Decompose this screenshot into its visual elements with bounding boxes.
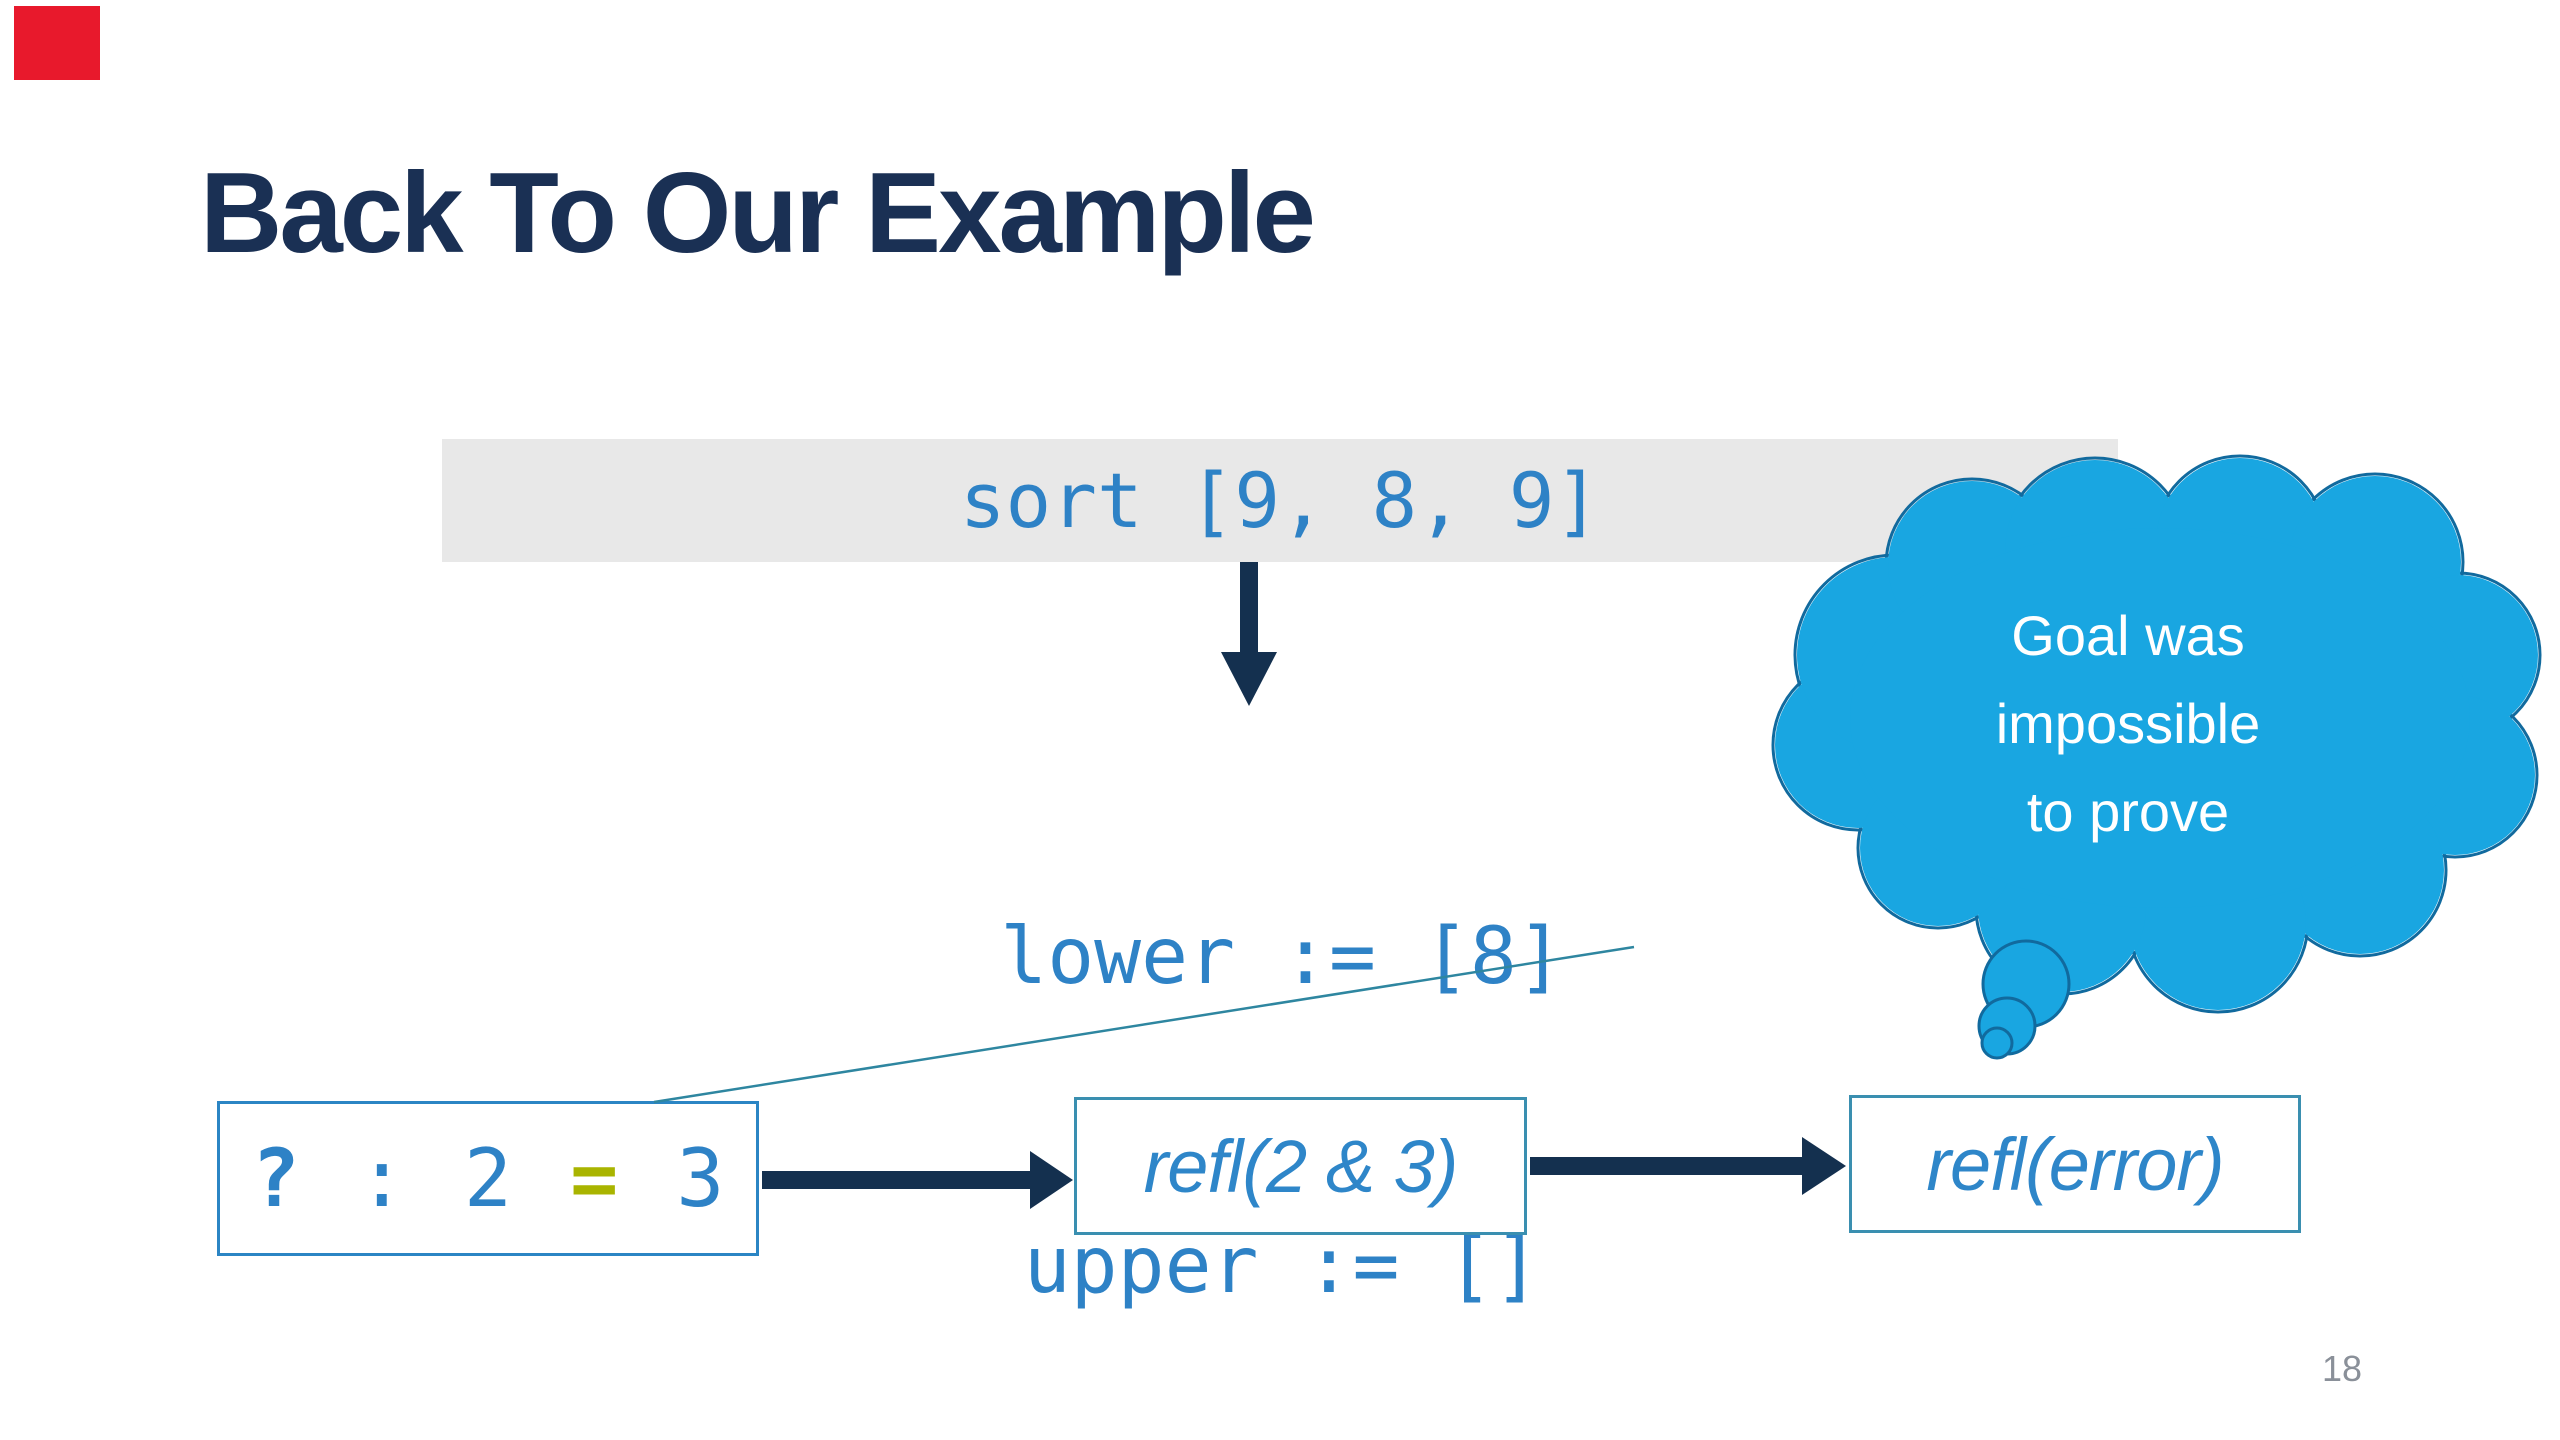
thought-bubble-tail [1977,939,2071,1060]
page-title: Back To Our Example [200,150,1316,277]
step2-box: refl(error) [1849,1095,2301,1233]
arrow-step1-to-step2-icon [1530,1137,1846,1195]
step1-term: refl(2 & 3) [1143,1124,1459,1208]
arrow-goal-to-step1-icon [762,1151,1073,1209]
bubble-line: Goal was [2011,604,2245,667]
highlighted-code-bar: sort [9, 8, 9] [442,439,2118,562]
goal-equals: = [570,1132,619,1225]
goal-box: ? : 2 = 3 [217,1101,759,1256]
step2-term: refl(error) [1926,1122,2224,1206]
down-arrow-icon [1221,562,1277,706]
bubble-line: impossible [1995,692,2261,755]
goal-colon: : [357,1132,406,1225]
goal-rhs: 3 [676,1132,725,1225]
goal-lhs: 2 [463,1132,513,1225]
lower-binding: lower := [8] [1000,912,1564,1002]
thought-bubble-text: Goal was impossible to prove [1878,592,2378,856]
bubble-line: to prove [2026,780,2230,843]
upper-binding: upper := [] [1023,1221,1541,1311]
sort-expression: sort [9, 8, 9] [959,456,1601,545]
thought-bubble-body [1775,458,2538,1010]
page-number: 18 [2322,1348,2363,1389]
derivation-block: lower := [8] upper := [] returns ([8, 9]… [877,700,1687,1440]
goal-hole: ? [251,1132,300,1225]
callout-line [653,945,1635,1104]
step1-box: refl(2 & 3) [1074,1097,1527,1235]
recording-indicator-icon [14,6,100,80]
